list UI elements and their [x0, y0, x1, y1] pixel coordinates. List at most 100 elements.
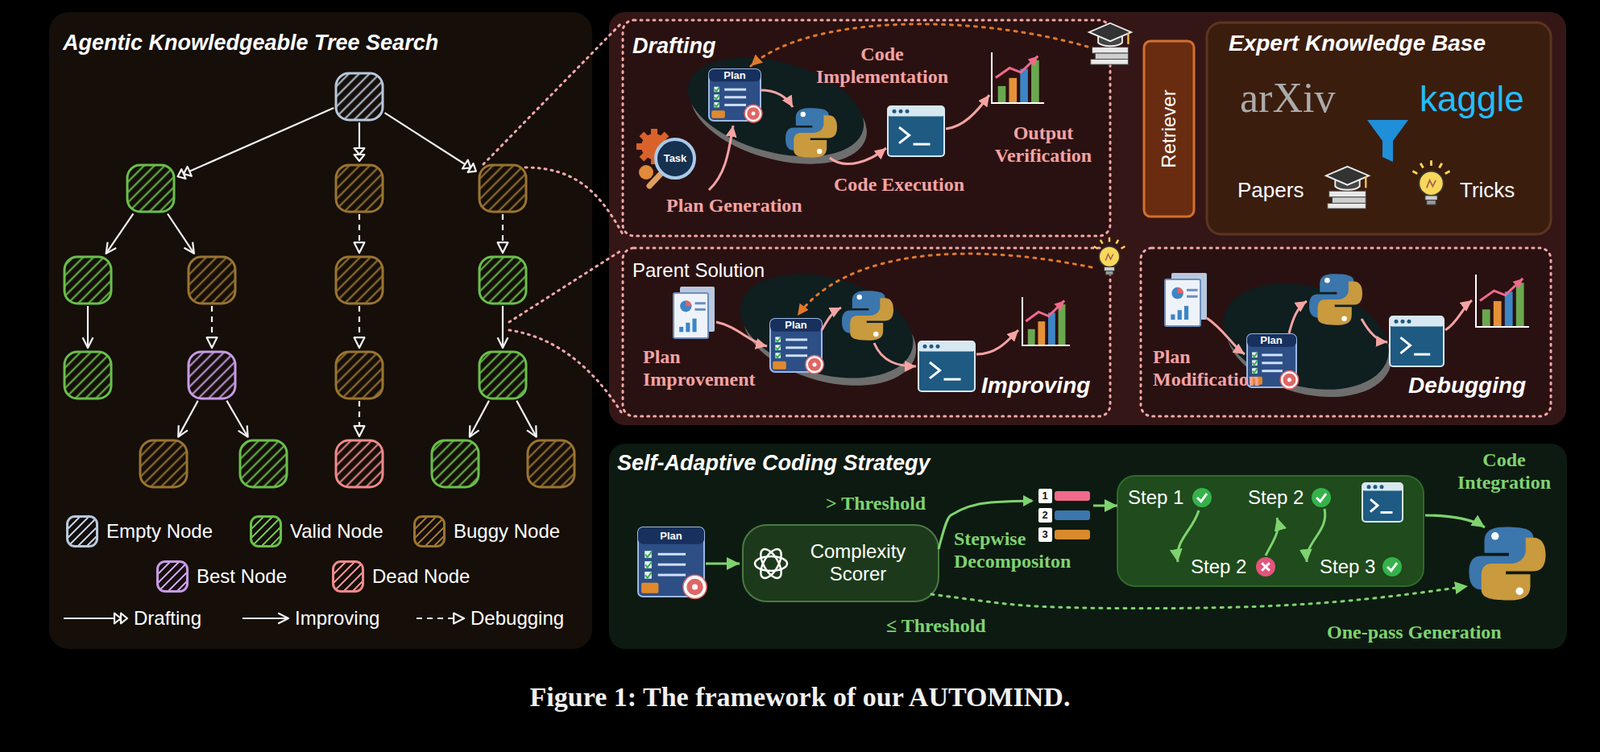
illustration-part: [918, 341, 975, 352]
illustration-part: [1127, 33, 1129, 45]
node-box: Self-Adaptive Coding StrategyCode Integr…: [609, 443, 1567, 650]
node-box: Plan ModificationDebugging: [1140, 248, 1551, 417]
illustration-part: [1481, 538, 1547, 602]
illustration-part: [692, 319, 697, 333]
python-logo: [1309, 273, 1363, 325]
illustration-part: [724, 95, 747, 99]
tree-edge: [106, 213, 134, 253]
illustration-part: [1318, 281, 1363, 326]
illustration-part: [800, 111, 806, 117]
illustration-part: [1420, 163, 1423, 169]
illustration-part: [1098, 246, 1120, 268]
illustration-part: [1394, 319, 1399, 324]
callout-number: 3: [1041, 529, 1048, 542]
illustration-part: [1493, 301, 1502, 327]
node-shape: [622, 20, 1111, 237]
tree-node: [140, 440, 187, 488]
illustration-part: [1389, 316, 1444, 327]
legend-label: Best Node: [196, 565, 287, 589]
tree-edge: [167, 213, 195, 253]
illustration-part: [793, 115, 838, 158]
illustration-part: [1184, 306, 1189, 320]
chart-icon: [991, 52, 1045, 104]
python-logo: [1469, 526, 1547, 601]
filter-icon: [1367, 120, 1409, 162]
illustration-part: [918, 341, 975, 392]
illustration-part: [1332, 197, 1367, 204]
node-box: DraftingCode ImplementationOutput Verifi…: [622, 20, 1111, 237]
illustration-part: [775, 345, 781, 350]
tree-edge: [516, 401, 537, 438]
illustration-part: [1037, 321, 1045, 345]
illustration-part: [1401, 319, 1406, 324]
icons: [483, 21, 1547, 610]
node-box: Agentic Knowledgeable Tree Search: [49, 12, 593, 650]
node-text: Step 2: [1190, 555, 1247, 579]
legend-line-sample: [242, 617, 289, 620]
node-heading: Plan Modification: [1152, 346, 1270, 391]
illustration-part: [849, 298, 894, 340]
report-icon: [1164, 273, 1207, 327]
illustration-part: [1389, 316, 1444, 367]
chart-icon: [1022, 297, 1070, 346]
illustration-part: [1491, 532, 1500, 541]
illustration-part: [658, 574, 686, 577]
node-fills: [49, 12, 1567, 650]
illustration-part: [638, 527, 705, 545]
tree-node: [335, 73, 383, 121]
illustration-part: [1286, 377, 1293, 383]
node-text: Debugging: [1408, 373, 1526, 399]
node-text: Output Verification: [986, 122, 1100, 167]
node-shape: [1140, 248, 1551, 417]
knowledge-arrow: [797, 253, 1092, 316]
legend-line-sample: [416, 617, 465, 620]
legend-line-sample: [63, 617, 128, 620]
node-box: Step 1Step 2Step 2Step 3: [1117, 476, 1424, 587]
tree-node: [431, 440, 479, 488]
node-box: Retriever: [1144, 41, 1194, 217]
tree-node: [127, 165, 175, 212]
illustration-part: [1364, 176, 1367, 188]
tree-edge: [358, 214, 361, 253]
illustration-part: [754, 556, 788, 572]
illustration-part: [1407, 319, 1412, 324]
illustration-part: [775, 344, 781, 351]
illustration-part: [1092, 47, 1129, 54]
logo-text: arXiv: [1239, 74, 1335, 123]
illustration-part: [1311, 488, 1331, 508]
illustration-part: [805, 356, 824, 374]
tricks-icon: [1094, 237, 1126, 275]
tree-node: [479, 256, 527, 304]
plan-icon: [708, 69, 763, 123]
node-heading: Self-Adaptive Coding Strategy: [617, 451, 931, 477]
node-text: Code Execution: [833, 174, 965, 197]
tree-node: [64, 352, 112, 399]
illustration-part: [1373, 484, 1378, 490]
illustration-part: [991, 52, 1045, 104]
tree-edge: [385, 112, 477, 172]
illustration-part: [1362, 483, 1403, 523]
check-mark: [1382, 557, 1402, 577]
tree-node: [188, 256, 236, 304]
flow-arrow: [1425, 515, 1485, 528]
tree-edge: [358, 122, 361, 162]
illustration-part: [645, 551, 652, 558]
illustration-part: [892, 109, 897, 114]
illustration-part: [649, 172, 663, 187]
illustration-part: [695, 302, 706, 305]
tree-node: [188, 352, 236, 399]
illustration-part: [1327, 203, 1367, 209]
illustration-part: [724, 103, 747, 107]
illustration-part: [644, 561, 652, 569]
illustration-part: [679, 327, 684, 332]
illustration-part: [1054, 491, 1091, 502]
illustration-part: [1387, 563, 1397, 572]
illustration-part: [899, 109, 904, 114]
illustration-part: [658, 553, 686, 556]
illustration-part: [638, 527, 705, 597]
illustration-part: [1370, 499, 1378, 512]
knowledge-arrow: [750, 24, 1088, 67]
illustration-part: [1516, 282, 1525, 327]
illustration-part: [1362, 483, 1403, 492]
illustration-part: [1367, 484, 1372, 490]
